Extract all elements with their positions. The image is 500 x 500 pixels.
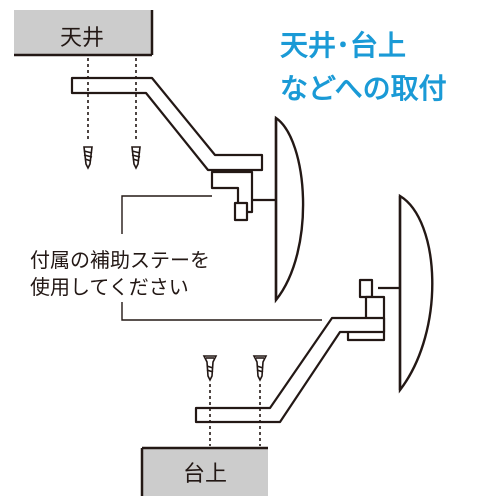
lower-bracket-knob bbox=[358, 278, 374, 299]
lower-mirror-body bbox=[398, 193, 434, 394]
ceiling-block: 天井 bbox=[14, 10, 154, 57]
callout: 付属の補助ステーを 使用してください bbox=[30, 195, 322, 321]
screw-icon bbox=[202, 355, 218, 382]
headline: 天井･台上 などへの取付 bbox=[280, 29, 447, 105]
upper-mirror-body bbox=[274, 115, 305, 304]
upper-screws bbox=[83, 58, 141, 170]
upper-bracket bbox=[70, 76, 276, 222]
callout-line2: 使用してください bbox=[30, 275, 189, 299]
headline-line2: などへの取付 bbox=[280, 72, 447, 105]
screw-icon bbox=[252, 355, 268, 382]
table-label: 台上 bbox=[183, 462, 227, 487]
screw-icon bbox=[83, 146, 93, 170]
lower-mirror bbox=[398, 193, 434, 394]
headline-line1: 天井･台上 bbox=[280, 29, 406, 62]
callout-bracket-line bbox=[121, 195, 322, 321]
upper-mirror bbox=[274, 115, 305, 304]
ceiling-label: 天井 bbox=[60, 26, 104, 51]
upper-bracket-knob bbox=[233, 201, 249, 222]
table-surface bbox=[142, 448, 268, 496]
ceiling-surface bbox=[14, 10, 152, 55]
lower-bracket-arm bbox=[194, 316, 386, 424]
screw-icon bbox=[131, 146, 141, 170]
callout-line1: 付属の補助ステーを bbox=[30, 248, 210, 272]
upper-bracket-arm bbox=[70, 76, 264, 172]
lower-screws bbox=[202, 355, 268, 446]
lower-bracket bbox=[194, 278, 400, 424]
table-block: 台上 bbox=[140, 446, 268, 496]
